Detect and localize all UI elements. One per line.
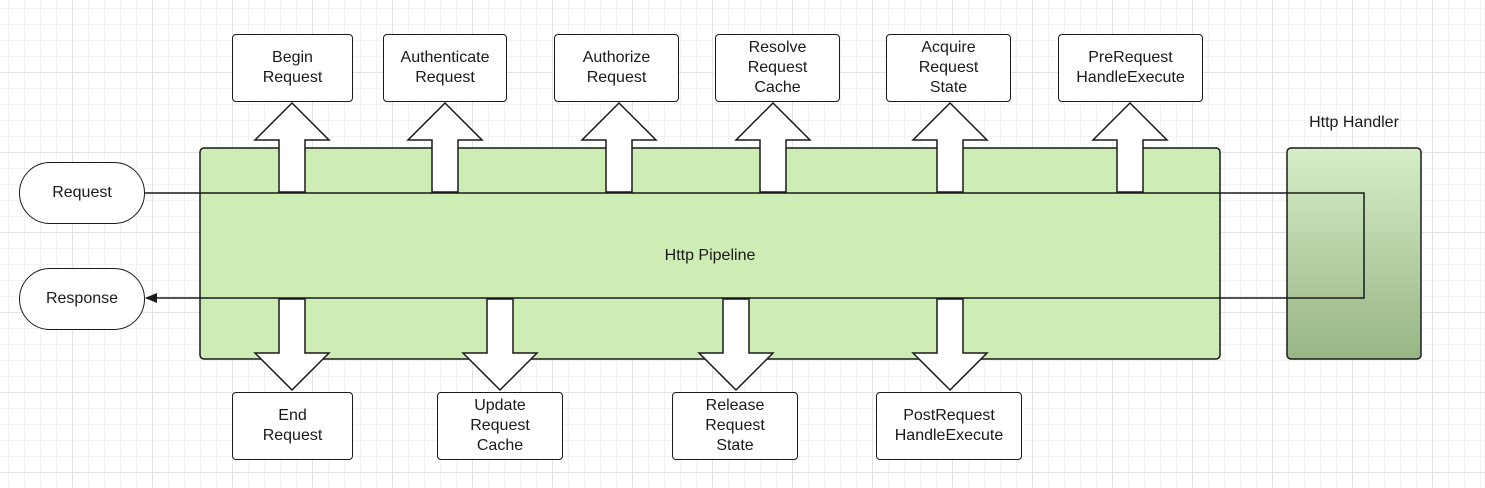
event-box-update-request-cache: Update Request Cache bbox=[437, 392, 563, 460]
request-label: Request bbox=[52, 184, 112, 201]
arrow-down-postrequest-handle-execute bbox=[911, 298, 989, 392]
event-label-resolve-request-cache: Resolve Request Cache bbox=[747, 39, 808, 96]
event-label-authorize-request: Authorize Request bbox=[582, 49, 651, 86]
arrow-up-begin-request bbox=[253, 101, 331, 193]
arrow-down-end-request bbox=[253, 298, 331, 392]
request-endpoint: Request bbox=[19, 162, 145, 224]
event-box-resolve-request-cache: Resolve Request Cache bbox=[715, 34, 840, 102]
event-label-acquire-request-state: Acquire Request State bbox=[918, 39, 979, 96]
response-endpoint: Response bbox=[19, 268, 145, 330]
event-label-begin-request: Begin Request bbox=[262, 49, 323, 86]
http-handler-box bbox=[1286, 147, 1422, 360]
event-box-end-request: End Request bbox=[232, 392, 353, 460]
event-label-prerequest-handle-execute: PreRequest HandleExecute bbox=[1076, 49, 1185, 86]
arrow-up-resolve-request-cache bbox=[734, 101, 812, 193]
event-label-update-request-cache: Update Request Cache bbox=[470, 397, 530, 454]
arrow-up-prerequest-handle-execute bbox=[1091, 101, 1169, 193]
response-label: Response bbox=[45, 290, 119, 307]
http-handler-label: Http Handler bbox=[1309, 114, 1399, 131]
arrow-up-acquire-request-state bbox=[911, 101, 989, 193]
arrow-up-authorize-request bbox=[580, 101, 658, 193]
event-box-acquire-request-state: Acquire Request State bbox=[886, 34, 1011, 102]
arrow-down-release-request-state bbox=[697, 298, 775, 392]
event-box-authorize-request: Authorize Request bbox=[554, 34, 679, 102]
event-label-authenticate-request: Authenticate Request bbox=[400, 49, 490, 86]
http-pipeline-label: Http Pipeline bbox=[665, 247, 756, 264]
event-label-release-request-state: Release Request State bbox=[705, 397, 765, 454]
request-flow-line bbox=[145, 192, 1365, 303]
arrow-up-authenticate-request bbox=[406, 101, 484, 193]
event-box-release-request-state: Release Request State bbox=[672, 392, 798, 460]
event-box-begin-request: Begin Request bbox=[232, 34, 353, 102]
event-box-postrequest-handle-execute: PostRequest HandleExecute bbox=[876, 392, 1022, 460]
event-label-postrequest-handle-execute: PostRequest HandleExecute bbox=[894, 407, 1004, 444]
event-box-prerequest-handle-execute: PreRequest HandleExecute bbox=[1058, 34, 1203, 102]
event-box-authenticate-request: Authenticate Request bbox=[383, 34, 507, 102]
arrow-down-update-request-cache bbox=[461, 298, 539, 392]
event-label-end-request: End Request bbox=[262, 407, 323, 444]
